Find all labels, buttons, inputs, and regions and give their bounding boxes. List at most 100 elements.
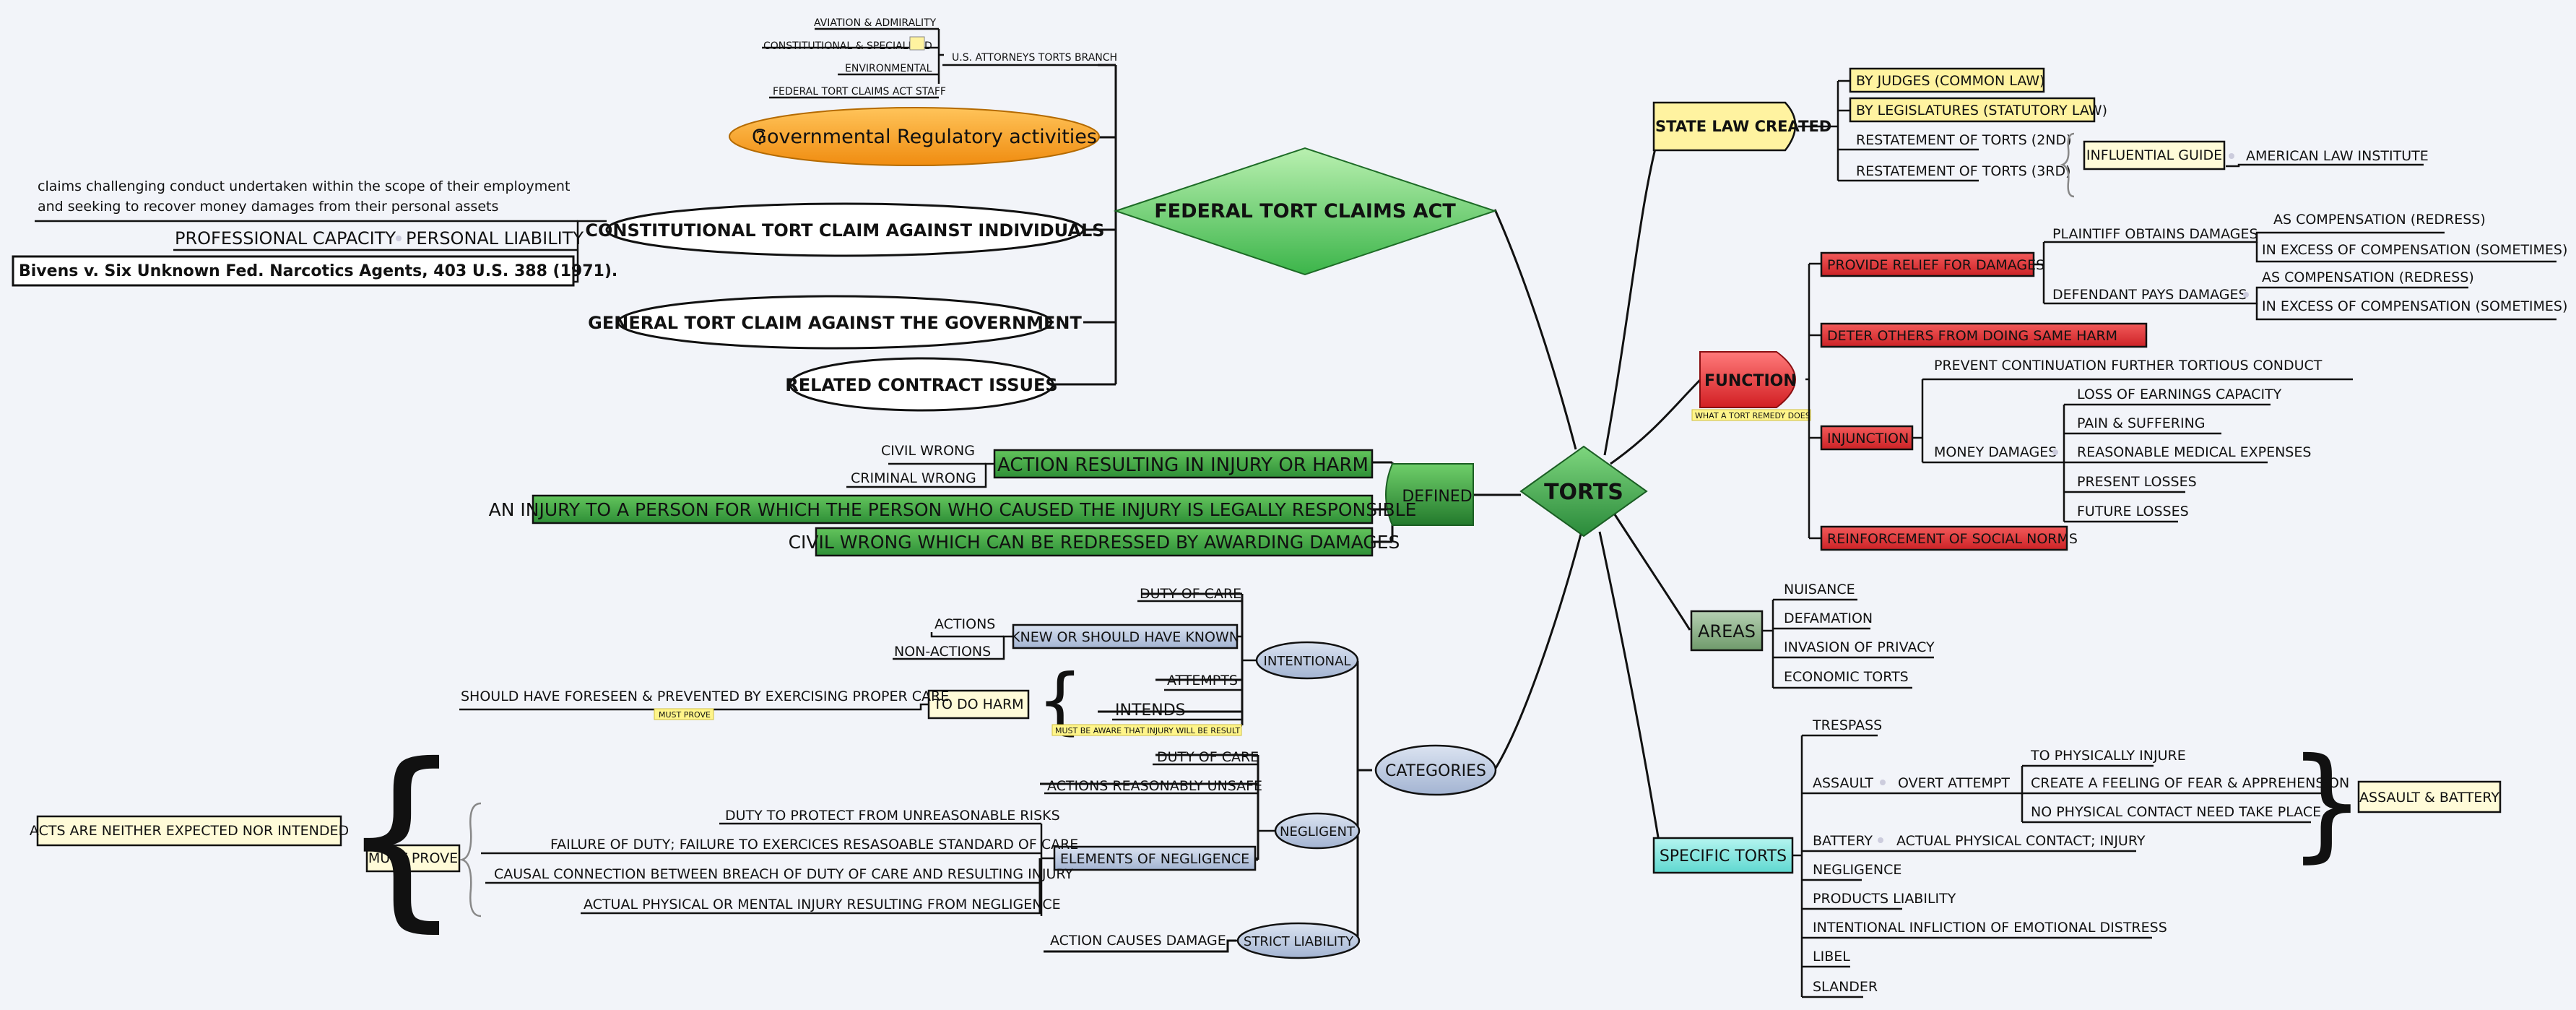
area-economic: ECONOMIC TORTS <box>1784 669 1909 685</box>
provide-relief-label: PROVIDE RELIEF FOR DAMAGES <box>1827 257 2044 273</box>
action-label: ACTION RESULTING IN INJURY OR HARM <box>997 454 1369 476</box>
acts-brace: { <box>339 722 464 949</box>
create-feeling: CREATE A FEELING OF FEAR & APPREHENSION <box>2031 775 2349 791</box>
element-4: ACTUAL PHYSICAL OR MENTAL INJURY RESULTI… <box>584 897 1061 912</box>
non-actions-label: NON-ACTIONS <box>894 644 991 660</box>
ftca-branch: FEDERAL TORT CLAIMS ACT U.S. ATTORNEYS T… <box>12 17 1498 412</box>
trespass-label: TRESPASS <box>1812 717 1882 733</box>
note-line-1: claims challenging conduct undertaken wi… <box>38 178 570 194</box>
action-box[interactable] <box>993 449 1374 479</box>
state-law-node[interactable] <box>1652 101 1797 152</box>
by-legislatures-label: BY LEGISLATURES (STATUTORY LAW) <box>1856 103 2107 118</box>
torts-node[interactable] <box>1519 445 1648 538</box>
causes-damage-label: ACTION CAUSES DAMAGE <box>1050 933 1226 949</box>
attempts-label: ATTEMPTS <box>1167 673 1238 689</box>
defendant-label: DEFENDANT PAYS DAMAGES <box>2052 287 2247 303</box>
elements-box[interactable] <box>1053 845 1257 871</box>
influential-brace <box>2060 132 2075 198</box>
must-prove-small: MUST PROVE <box>659 710 711 720</box>
categories-node[interactable] <box>1374 744 1497 796</box>
medical-expenses: REASONABLE MEDICAL EXPENSES <box>2077 444 2311 460</box>
knew-box[interactable] <box>1012 623 1239 649</box>
contract-label: RELATED CONTRACT ISSUES <box>785 375 1057 395</box>
defined-branch: DEFINED ACTION RESULTING IN INJURY OR HA… <box>489 443 1474 557</box>
acts-neither-box[interactable] <box>36 815 342 847</box>
professional-capacity: PROFESSIONAL CAPACITY <box>175 228 396 249</box>
must-prove-label: MUST PROVE <box>368 850 458 866</box>
function-branch: FUNCTION WHAT A TORT REMEDY DOES PROVIDE… <box>1691 212 2567 551</box>
constitutional-node[interactable] <box>605 202 1085 257</box>
defined-node[interactable] <box>1385 463 1474 526</box>
neg-duty-of-care: DUTY OF CARE <box>1157 749 1259 765</box>
influential-label: INFLUENTIAL GUIDE <box>2086 147 2222 163</box>
to-physically-injure: TO PHYSICALLY INJURE <box>2030 748 2186 764</box>
products-liability: PRODUCTS LIABILITY <box>1813 891 1956 907</box>
categories-label: CATEGORIES <box>1385 762 1486 780</box>
negligent-label: NEGLIGENT <box>1280 824 1356 839</box>
criminal-wrong: CRIMINAL WRONG <box>851 470 976 486</box>
ftca-node[interactable] <box>1113 147 1498 276</box>
areas-label: AREAS <box>1698 621 1756 642</box>
by-legislatures-box[interactable] <box>1849 97 2096 123</box>
strict-liability-label: STRICT LIABILITY <box>1244 934 1354 949</box>
assault-battery-box[interactable] <box>2357 780 2502 813</box>
area-nuisance: NUISANCE <box>1784 582 1855 597</box>
defined-label: DEFINED <box>1402 488 1472 506</box>
to-do-harm-box[interactable] <box>927 689 1030 720</box>
connector-dot <box>1880 780 1886 785</box>
ftca-title: FEDERAL TORT CLAIMS ACT <box>1154 200 1456 223</box>
note-line-2: and seeking to recover money damages fro… <box>38 199 498 215</box>
influential-box[interactable] <box>2083 140 2226 171</box>
excess-2: IN EXCESS OF COMPENSATION (SOMETIMES) <box>2262 298 2567 314</box>
note-icon[interactable] <box>909 36 925 51</box>
specific-torts-node[interactable] <box>1652 837 1794 874</box>
injunction-box[interactable] <box>1820 425 1914 451</box>
to-do-harm-label: TO DO HARM <box>932 696 1023 712</box>
provide-relief-box[interactable] <box>1820 251 2035 277</box>
bivens-box[interactable] <box>12 255 575 287</box>
question-icon: ? <box>755 128 766 150</box>
iied-label: INTENTIONAL INFLICTION OF EMOTIONAL DIST… <box>1813 920 2167 936</box>
excess-1: IN EXCESS OF COMPENSATION (SOMETIMES) <box>2262 242 2567 258</box>
money-damages-label: MONEY DAMAGES <box>1934 444 2057 460</box>
plaintiff-label: PLAINTIFF OBTAINS DAMAGES <box>2052 226 2258 242</box>
bivens-citation: Bivens v. Six Unknown Fed. Narcotics Age… <box>19 262 617 280</box>
assault-battery-label: ASSAULT & BATTERY <box>2359 790 2499 806</box>
by-judges-box[interactable] <box>1849 67 2045 93</box>
environmental: ENVIRONMENTAL <box>845 63 932 74</box>
must-prove-box[interactable] <box>365 844 461 873</box>
knew-label: KNEW OR SHOULD HAVE KNOWN <box>1011 629 1239 645</box>
injunction-label: INJUNCTION <box>1827 431 1909 446</box>
function-callout-label: WHAT A TORT REMEDY DOES <box>1695 411 1810 420</box>
negligence-label: NEGLIGENCE <box>1813 862 1901 878</box>
general-claim-node[interactable] <box>617 295 1053 350</box>
must-prove-callout <box>654 708 714 720</box>
function-callout <box>1691 409 1811 421</box>
slander-label: SLANDER <box>1813 979 1878 995</box>
element-3: CAUSAL CONNECTION BETWEEN BREACH OF DUTY… <box>494 866 1073 882</box>
acts-neither-label: ACTS ARE NEITHER EXPECTED NOR INTENDED <box>30 823 349 839</box>
injury-box[interactable] <box>532 494 1374 525</box>
state-law-branch: STATE LAW CREATED BY JUDGES (COMMON LAW)… <box>1652 67 2429 198</box>
constitutional-label: CONSTITUTIONAL TORT CLAIM AGAINST INDIVI… <box>585 220 1104 241</box>
function-node[interactable] <box>1699 351 1796 408</box>
american-law-institute: AMERICAN LAW INSTITUTE <box>2246 148 2429 164</box>
by-judges-label: BY JUDGES (COMMON LAW) <box>1856 73 2044 89</box>
connector-dot <box>2229 153 2234 159</box>
redress-box[interactable] <box>815 527 1374 557</box>
elements-label: ELEMENTS OF NEGLIGENCE <box>1060 851 1249 867</box>
restatement-3rd: RESTATEMENT OF TORTS (3RD) <box>1856 163 2071 179</box>
civil-wrong: CIVIL WRONG <box>881 443 975 459</box>
loss-earnings: LOSS OF EARNINGS CAPACITY <box>2077 387 2282 402</box>
us-attorneys-torts-branch: U.S. ATTORNEYS TORTS BRANCH <box>952 52 1117 64</box>
neg-unsafe: ACTIONS REASONABLY UNSAFE <box>1047 778 1262 794</box>
contract-node[interactable] <box>789 357 1054 412</box>
deter-box[interactable] <box>1820 322 2148 348</box>
reinforcement-box[interactable] <box>1820 525 2068 551</box>
overt-attempt-label: OVERT ATTEMPT <box>1898 775 2010 791</box>
general-claim-label: GENERAL TORT CLAIM AGAINST THE GOVERNMEN… <box>588 313 1082 333</box>
specific-torts-branch: SPECIFIC TORTS TRESPASS ASSAULT OVERT AT… <box>1652 717 2502 998</box>
regulatory-node[interactable] <box>729 107 1100 166</box>
present-losses: PRESENT LOSSES <box>2077 474 2197 490</box>
connector-dot <box>396 236 402 241</box>
